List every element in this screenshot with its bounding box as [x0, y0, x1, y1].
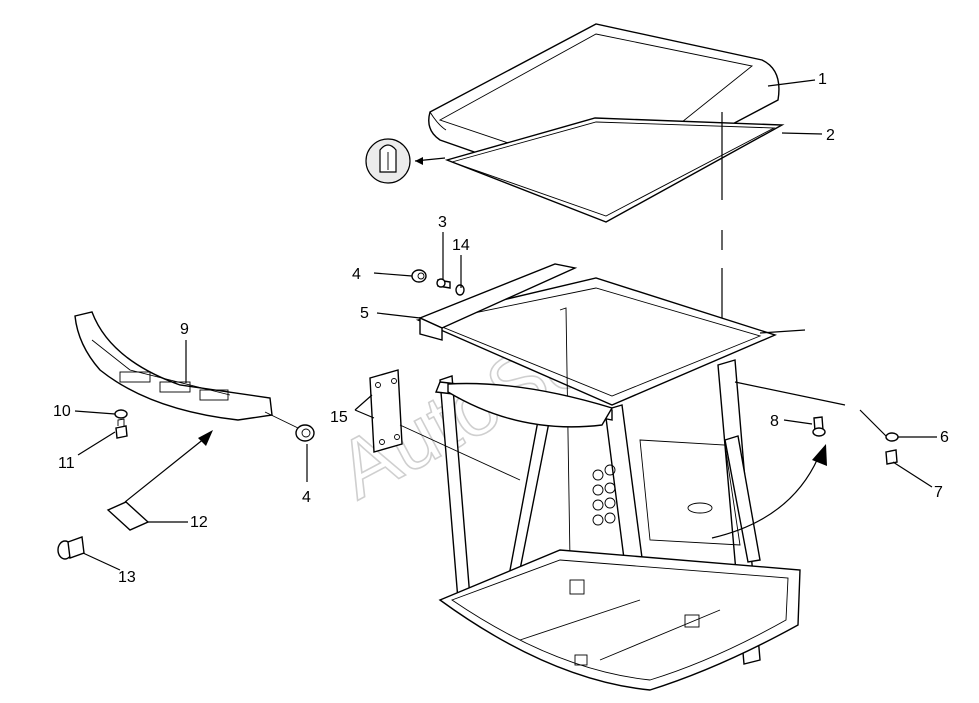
mounting-plate-15: [369, 369, 521, 481]
callout-4-top: 4: [352, 266, 361, 283]
roof-seal: [444, 117, 785, 223]
washer-14: [455, 284, 465, 296]
washer-10: [114, 409, 128, 419]
callout-2: 2: [826, 127, 835, 144]
install-arrow-12: [124, 430, 213, 503]
grommet-4-lower: [264, 411, 315, 442]
callouts: 1 2 3 14 4 5 9 15 10 11 4 8 6 7 12 13: [53, 71, 949, 586]
push-fastener-13: [57, 536, 85, 560]
callout-8: 8: [770, 413, 779, 430]
callout-10: 10: [53, 403, 71, 420]
bolt-3: [436, 278, 451, 289]
callout-14: 14: [452, 237, 470, 254]
seal-section-detail: [365, 138, 446, 184]
grommet-4-top: [411, 269, 427, 283]
callout-3: 3: [438, 214, 447, 231]
callout-1: 1: [818, 71, 827, 88]
screw-11: [115, 418, 128, 439]
callout-6: 6: [940, 429, 949, 446]
bolt-8: [812, 416, 826, 437]
callout-4-lower: 4: [302, 489, 311, 506]
callout-12: 12: [190, 514, 208, 531]
callout-13: 13: [118, 569, 136, 586]
washer-6: [885, 432, 899, 442]
callout-9: 9: [180, 321, 189, 338]
callout-5: 5: [360, 305, 369, 322]
top-bracket: [418, 263, 578, 341]
callout-11: 11: [58, 455, 75, 472]
screw-7: [885, 449, 898, 465]
cab-frame: [415, 277, 806, 691]
install-arrow-8: [711, 444, 827, 539]
clip-12: [106, 501, 150, 531]
front-trim-panel-9: [74, 311, 273, 421]
leader-lines: [74, 79, 937, 571]
callout-7: 7: [934, 484, 943, 501]
fastener-axis-line: [734, 381, 887, 437]
callout-15: 15: [330, 409, 348, 426]
